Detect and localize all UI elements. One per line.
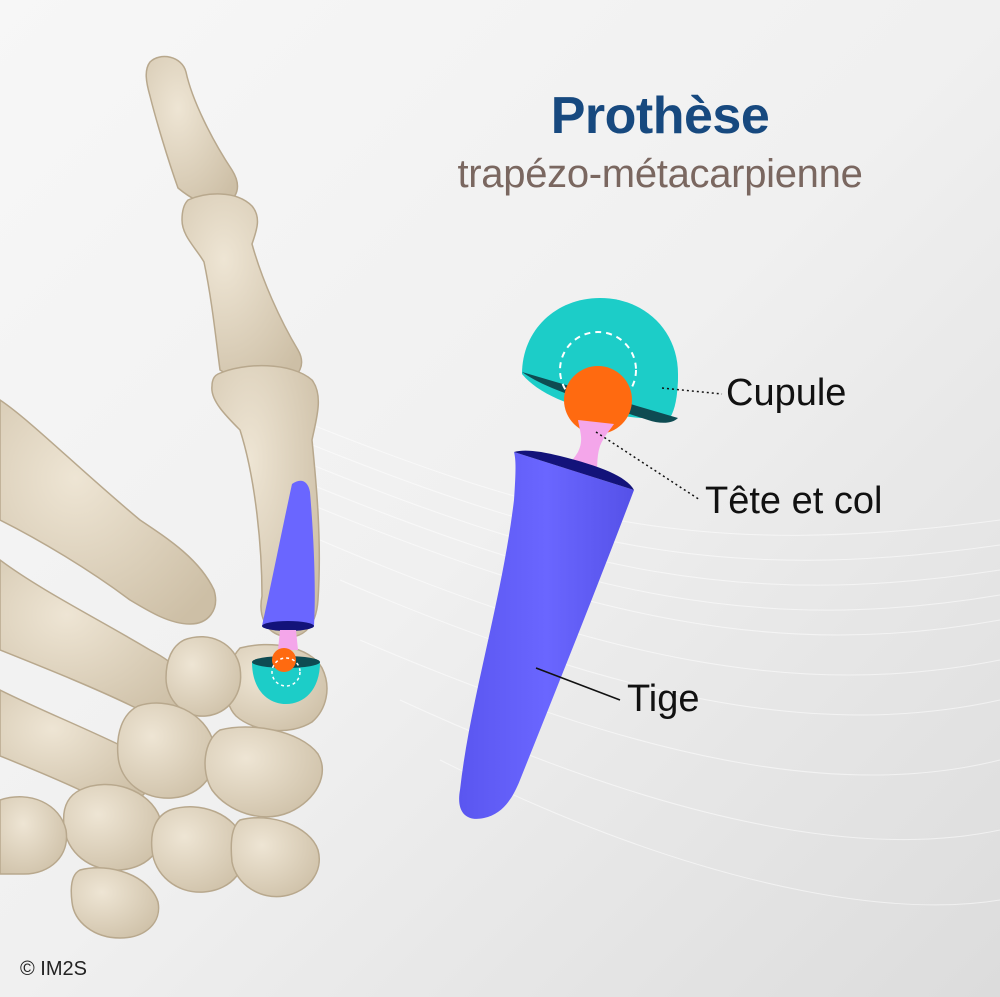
lunate — [150, 806, 246, 893]
cup-label: Cupule — [726, 372, 847, 414]
stem-graphic — [459, 450, 634, 819]
head-neck-leader-line — [595, 431, 701, 501]
cup-leader-line — [661, 387, 723, 395]
stem-leader-line — [535, 667, 621, 701]
stem-label: Tige — [627, 678, 700, 720]
scaphoid — [204, 726, 323, 818]
page-subtitle: trapézo-métacarpienne — [457, 152, 863, 196]
head-graphic — [564, 366, 632, 434]
trapezoid — [165, 636, 242, 717]
head-neck-label: Tête et col — [705, 480, 883, 522]
implanted-prosthesis — [252, 480, 320, 704]
radius-end — [230, 816, 320, 898]
page-title: Prothèse — [550, 87, 770, 145]
pisiform — [70, 867, 160, 939]
copyright-notice: © IM2S — [20, 958, 87, 980]
hamate — [62, 783, 163, 871]
index-metacarpal — [0, 399, 217, 625]
capitate — [116, 702, 216, 799]
triquetrum — [0, 796, 68, 875]
